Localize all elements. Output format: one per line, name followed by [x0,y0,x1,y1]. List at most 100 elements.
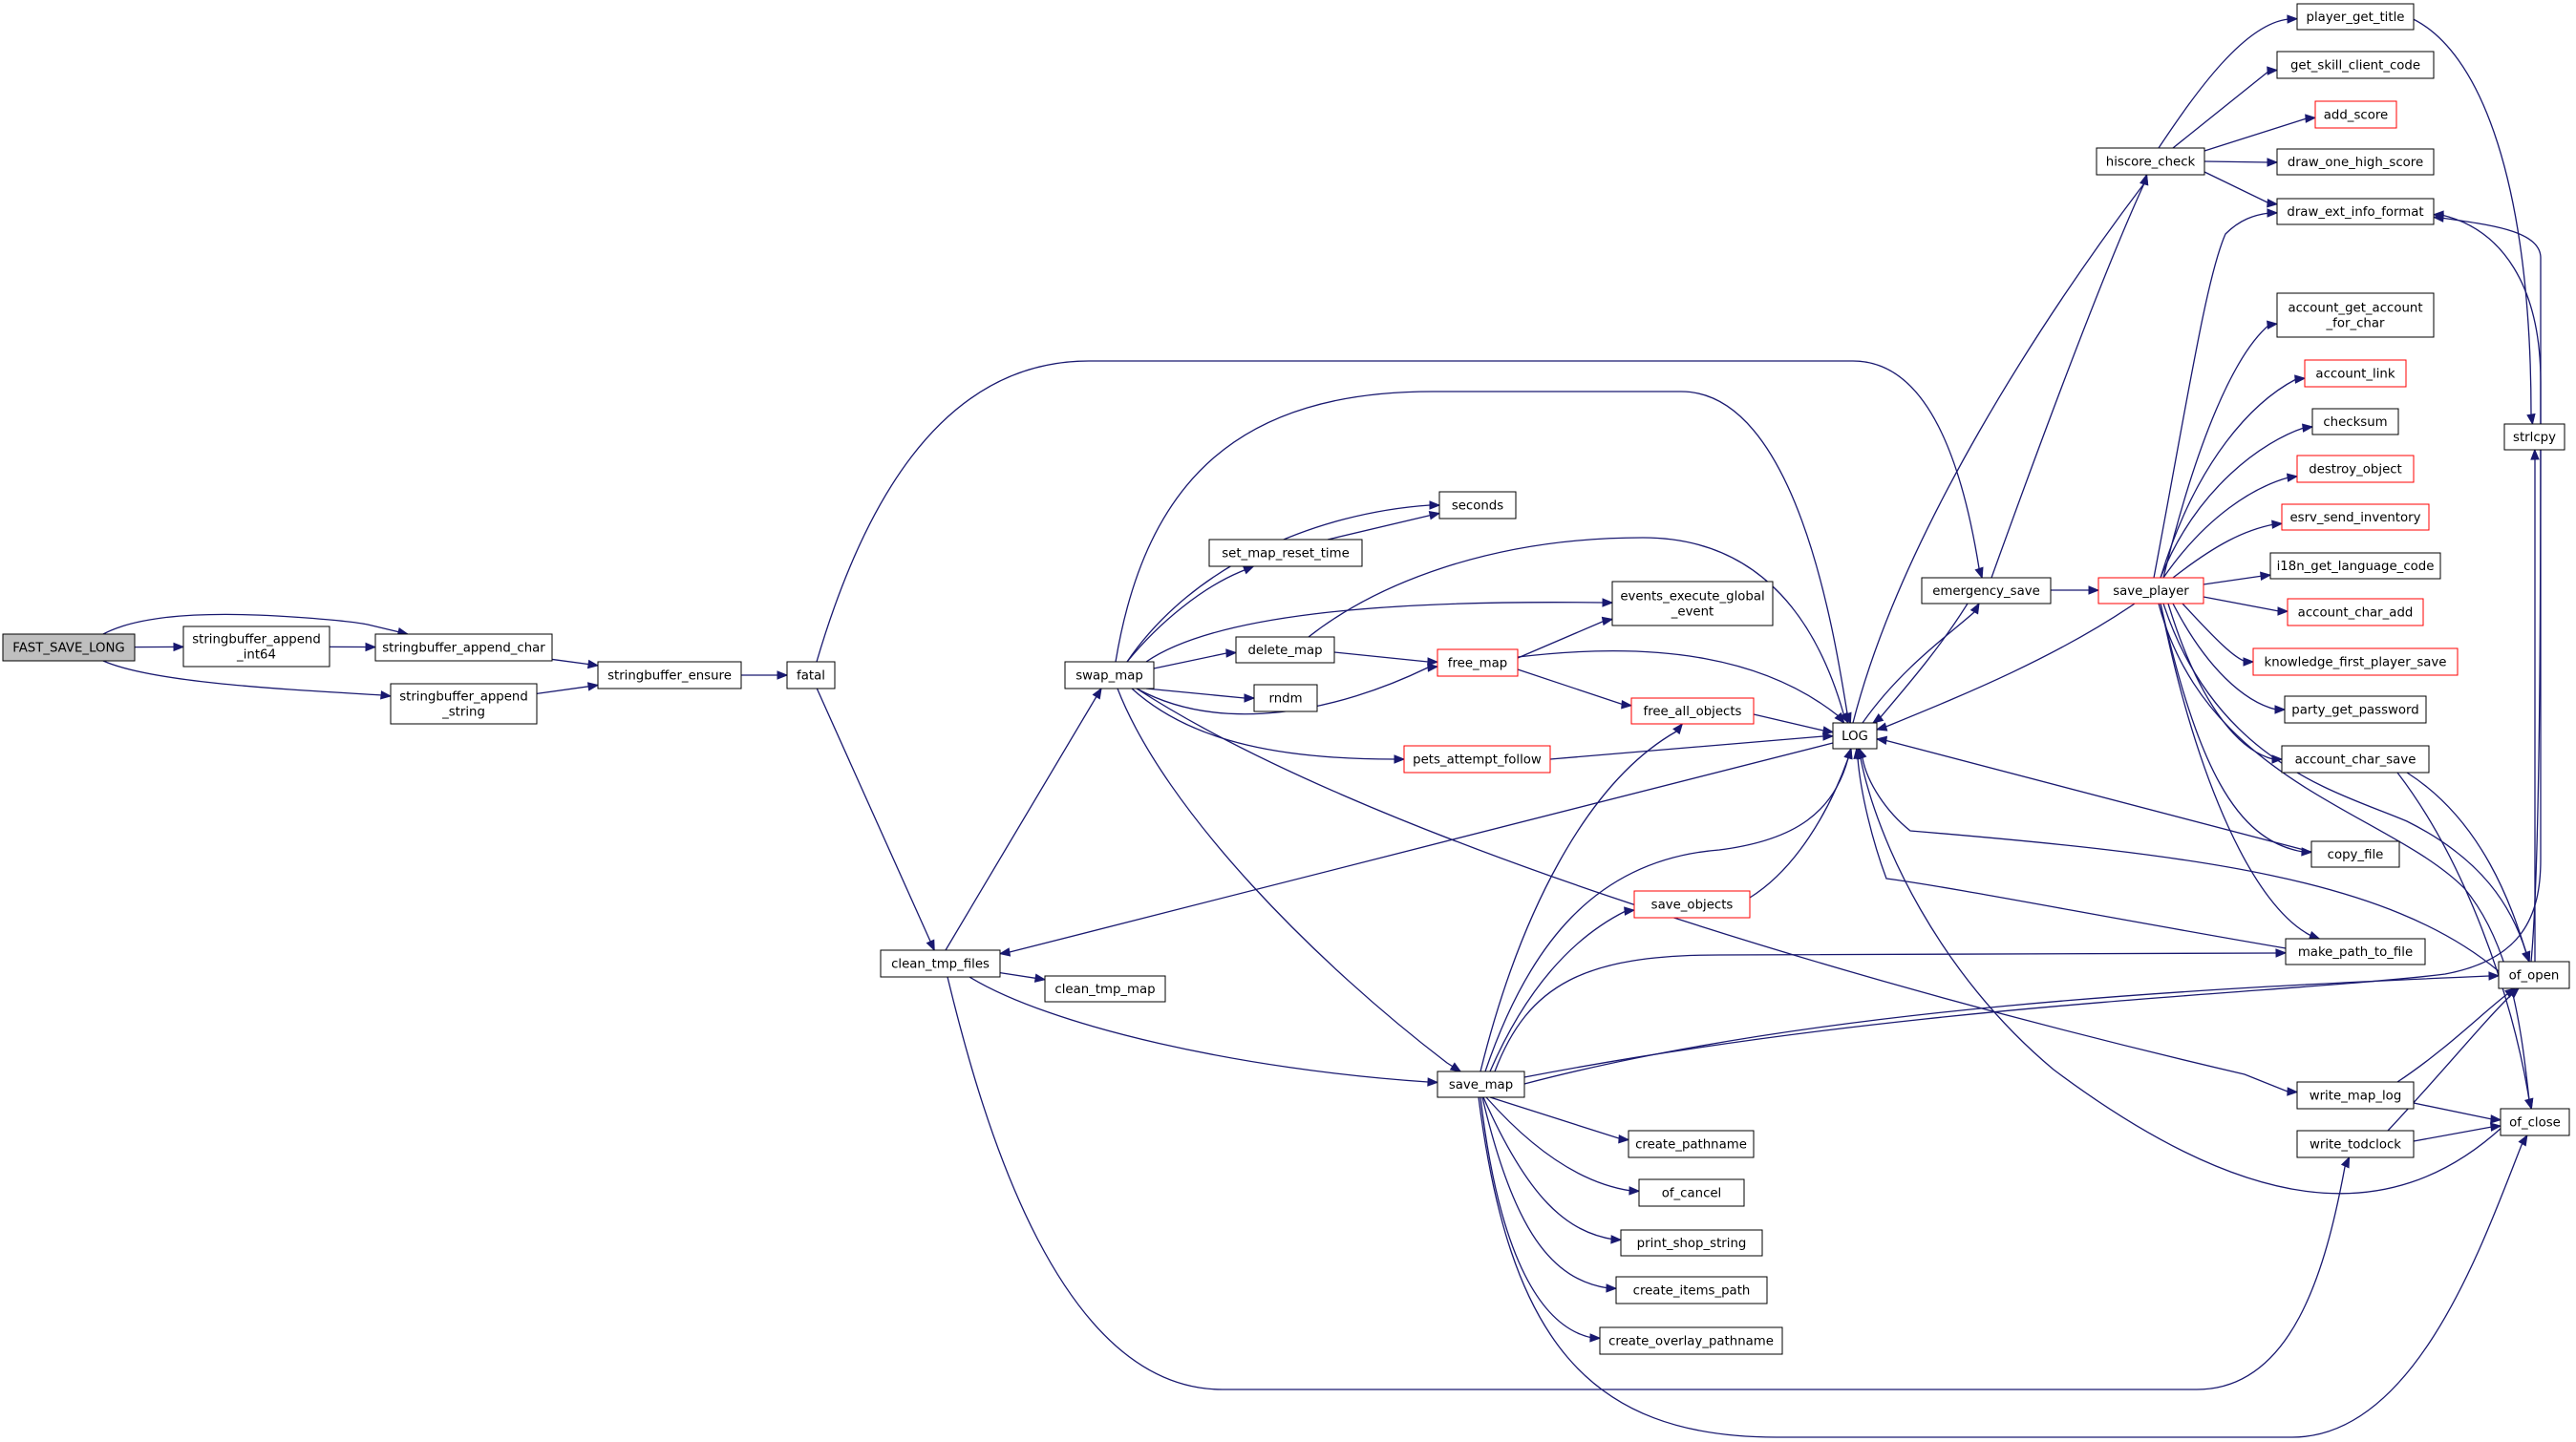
node-save-map[interactable]: save_map [1437,1071,1525,1098]
edge-hiscore_check-to-add_score [2203,114,2317,152]
edge-layer [102,14,2542,1438]
node-label: FAST_SAVE_LONG [12,642,124,656]
node-FAST-SAVE-LONG[interactable]: FAST_SAVE_LONG [2,633,136,662]
node-free-all-objects[interactable]: free_all_objects [1630,697,1755,725]
node-box [2285,938,2426,965]
edge-save_player-to-esrv_send_inventory [2172,520,2284,579]
node-set-map-reset-time[interactable]: set_map_reset_time [1208,539,1363,567]
node-LOG[interactable]: LOG [1832,722,1878,750]
node-checksum[interactable]: checksum [2311,408,2399,435]
node-box [1253,684,1318,712]
node-party-get-password[interactable]: party_get_password [2284,695,2427,724]
edge-free_map-to-LOG [1517,650,1845,725]
edge-save_player-to-account_char_save [2167,603,2284,764]
node-box [880,949,1001,978]
node-label: swap_map [1075,669,1143,684]
edge-delete_map-to-free_map [1333,651,1439,667]
node-box [1064,661,1155,689]
node-print-shop-string[interactable]: print_shop_string [1620,1229,1763,1257]
node-of-open[interactable]: of_open [2498,961,2570,989]
node-pets-attempt-follow[interactable]: pets_attempt_follow [1403,745,1551,774]
node-create-items-path[interactable]: create_items_path [1615,1276,1768,1304]
node-box [1044,975,1166,1003]
node-events-execute-global-event[interactable]: events_execute_global_event [1611,581,1774,626]
node-make-path-to-file[interactable]: make_path_to_file [2285,938,2426,965]
node-label: knowledge_first_player_save [2265,656,2447,670]
edge-save_player-to-draw_ext_info_format [2153,208,2279,579]
node-save-player[interactable]: save_player [2097,577,2204,604]
node-label: destroy_object [2309,463,2402,477]
node-clean-tmp-files[interactable]: clean_tmp_files [880,949,1001,978]
node-create-pathname[interactable]: create_pathname [1628,1130,1755,1158]
node-account-char-save[interactable]: account_char_save [2281,745,2430,774]
node-knowledge-first-player-save[interactable]: knowledge_first_player_save [2252,647,2459,676]
node-rndm[interactable]: rndm [1253,684,1318,712]
edge-write_todclock-to-of_close [2413,1122,2502,1142]
edge-make_path_to_file-to-LOG [1853,747,2287,949]
node-seconds[interactable]: seconds [1438,491,1517,520]
node-box [2498,961,2570,989]
node-esrv-send-inventory[interactable]: esrv_send_inventory [2281,503,2430,531]
node-i18n-get-language-code[interactable]: i18n_get_language_code [2269,552,2441,580]
node-box [2281,503,2430,531]
node-account-char-add[interactable]: account_char_add [2287,598,2424,626]
node-box [2252,647,2459,676]
node-of-cancel[interactable]: of_cancel [1638,1178,1745,1207]
node-strlcpy[interactable]: strlcpy [2503,423,2565,451]
edge-set_map_reset_time-to-seconds [1327,511,1441,541]
node-sb-append-string[interactable]: stringbuffer_append_string [390,683,538,725]
edge-LOG-to-emergency_save [1862,602,1980,724]
edge-of_open-to-draw_ext_info_format [2432,210,2542,963]
edge-account_char_save-to-of_open [2406,772,2531,964]
edge-emergency_save-to-hiscore_check [1991,173,2149,579]
node-write-todclock[interactable]: write_todclock [2296,1130,2415,1158]
edge-free_map-to-events_execute_global_event [1517,616,1614,659]
edge-swap_map-to-rndm [1145,688,1256,703]
node-create-overlay-pathname[interactable]: create_overlay_pathname [1599,1326,1783,1355]
node-label: hiscore_check [2106,156,2196,170]
node-save-objects[interactable]: save_objects [1633,890,1751,919]
node-label: stringbuffer_append_char [382,642,545,656]
edge-save_player-to-account_get_account_for_char [2162,320,2279,579]
edge-save_player-to-party_get_password [2172,603,2287,714]
node-sb-append-char[interactable]: stringbuffer_append_char [374,633,553,662]
node-of-close[interactable]: of_close [2500,1108,2570,1136]
node-box [2310,840,2400,868]
node-clean-tmp-map[interactable]: clean_tmp_map [1044,975,1166,1003]
node-fatal[interactable]: fatal [786,661,836,689]
edge-save_map-to-create_pathname [1489,1096,1630,1144]
node-hiscore-check[interactable]: hiscore_check [2096,147,2205,176]
node-box [2304,359,2407,388]
node-box [1235,636,1335,664]
node-draw-ext-info-format[interactable]: draw_ext_info_format [2276,198,2435,225]
node-copy-file[interactable]: copy_file [2310,840,2400,868]
node-free-map[interactable]: free_map [1437,648,1519,677]
node-label: of_cancel [1662,1187,1722,1201]
node-get-skill-client-code[interactable]: get_skill_client_code [2276,51,2435,79]
node-sb-append-int64[interactable]: stringbuffer_append_int64 [182,626,330,668]
node-delete-map[interactable]: delete_map [1235,636,1335,664]
edge-player_get_title-to-strlcpy [2406,15,2536,426]
node-player-get-title[interactable]: player_get_title [2296,3,2415,31]
node-account-link[interactable]: account_link [2304,359,2407,388]
node-swap-map[interactable]: swap_map [1064,661,1155,689]
node-add-score[interactable]: add_score [2314,100,2397,129]
edge-write_map_log-to-of_close [2413,1102,2502,1124]
edge-FAST_SAVE_LONG-to-sb_append_string [102,660,393,700]
edge-save_map-to-of_close [1478,1096,2528,1438]
edge-of_open-to-strlcpy [2530,448,2540,962]
node-label: get_skill_client_code [2290,59,2420,74]
node-account-get-account-for-char[interactable]: account_get_account_for_char [2276,292,2435,338]
edge-save_player-to-account_link [2160,374,2307,579]
node-label: write_map_log [2310,1090,2402,1104]
node-label: draw_ext_info_format [2287,205,2423,220]
node-destroy-object[interactable]: destroy_object [2296,455,2415,483]
node-write-map-log[interactable]: write_map_log [2296,1081,2415,1110]
node-sb-ensure[interactable]: stringbuffer_ensure [597,661,742,689]
node-draw-one-high-score[interactable]: draw_one_high_score [2276,148,2435,176]
node-label: events_execute_global [1620,590,1764,604]
node-emergency-save[interactable]: emergency_save [1921,577,2052,604]
edge-save_map-to-create_overlay_pathname [1480,1096,1602,1343]
node-box [2500,1108,2570,1136]
